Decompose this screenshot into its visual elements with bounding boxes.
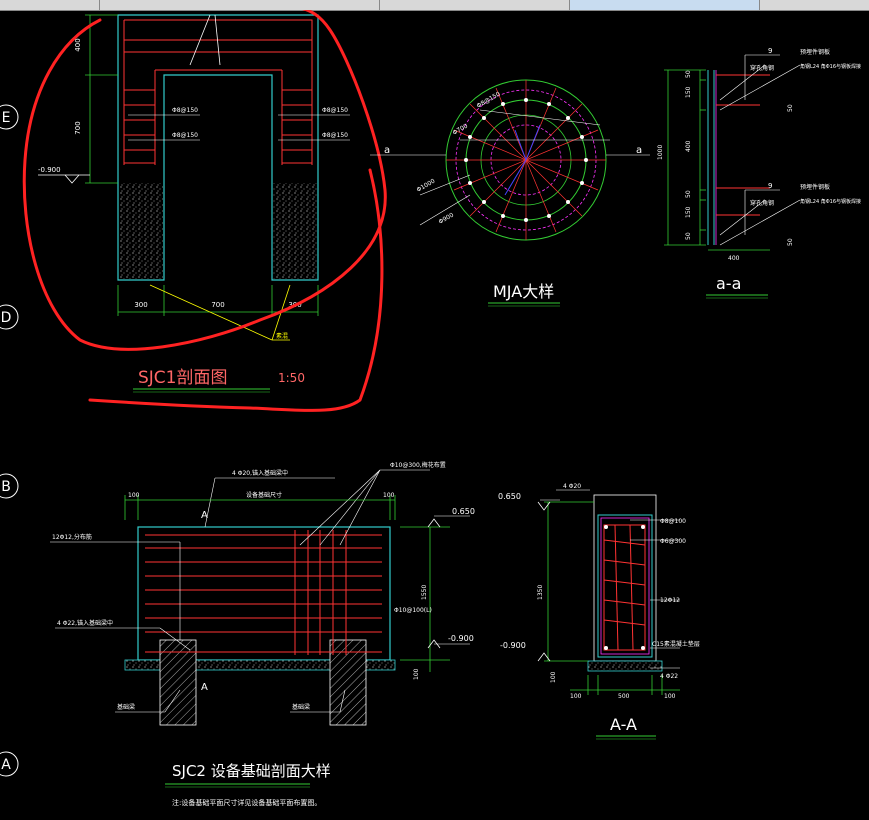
aa-label: 角钢L24 角Φ16与钢板焊接 xyxy=(800,63,861,70)
mja-label: Φ900 xyxy=(438,211,456,225)
aa-label: 穿孔角钢 xyxy=(750,199,774,207)
AA-label: 0.650 xyxy=(498,492,521,501)
AA-title: A-A xyxy=(610,715,637,734)
sjc2-section: 12Φ12,分布筋 4 Φ22,锚入基础梁中 4 Φ20,锚入基础梁中 Φ10@… xyxy=(50,461,475,807)
sjc2-label: Φ10@300,梅花布置 xyxy=(390,461,446,469)
sjc1-rebar-label: Φ8@150 xyxy=(322,107,348,114)
sjc2-label: 4 Φ20,锚入基础梁中 xyxy=(232,469,288,477)
svg-text:D: D xyxy=(1,310,12,326)
grid-axis-e: E xyxy=(0,104,19,130)
sjc1-title: SJC1剖面图 xyxy=(138,368,228,388)
aa-label: 角钢L24 角Φ16与钢板焊接 xyxy=(800,198,861,205)
sjc1-dim-400: 400 xyxy=(74,38,82,51)
grid-axis-b: B xyxy=(0,473,19,499)
sjc1-dim-700: 700 xyxy=(74,121,82,134)
AA-label: 100 xyxy=(550,671,557,683)
AA-label: 100 xyxy=(664,693,676,700)
AA-label: Φ6@300 xyxy=(660,538,686,545)
AA-label: 12Φ12 xyxy=(660,597,680,604)
sjc2-section-mark: A xyxy=(201,682,208,693)
svg-text:E: E xyxy=(2,110,11,126)
aa-label: 预埋件钢板 xyxy=(800,183,830,191)
AA-label: 4 Φ20 xyxy=(563,483,581,490)
file-tab[interactable] xyxy=(100,0,380,10)
aa-dim: 400 xyxy=(685,140,692,152)
sjc1-rebar-label: Φ8@150 xyxy=(172,107,198,114)
aa-label: 9 xyxy=(768,47,772,55)
sjc2-title: SJC2 设备基础剖面大样 xyxy=(172,762,331,780)
sjc2-section-mark: A xyxy=(201,510,208,521)
svg-text:A: A xyxy=(1,757,11,773)
AA-label: Φ8@100 xyxy=(660,518,686,525)
sjc2-label: 4 Φ22,锚入基础梁中 xyxy=(57,619,113,627)
sjc1-elevation: -0.900 xyxy=(38,166,61,174)
sjc2-label: 12Φ12,分布筋 xyxy=(52,533,92,541)
cad-tab-bar xyxy=(0,0,869,11)
aa-total: 1000 xyxy=(657,145,664,160)
aa-label: 穿孔角钢 xyxy=(750,64,774,72)
sjc2-label: 基础梁 xyxy=(117,703,135,711)
sjc2-dim: 100 xyxy=(413,668,420,680)
aa-title: a-a xyxy=(716,274,741,293)
sjc1-section: 400 700 -0.900 Φ8@150 Φ8@150 Φ8@150 Φ8@1… xyxy=(38,14,350,393)
section-a-a-detail: 50 150 400 50 150 50 1000 400 9 穿孔角钢 预埋件… xyxy=(657,47,861,299)
aa-right-dim: 50 xyxy=(787,238,794,246)
AA-label: 4 Φ22 xyxy=(660,673,678,680)
aa-dim: 50 xyxy=(685,190,692,198)
aa-dim: 50 xyxy=(685,70,692,78)
aa-dim: 50 xyxy=(685,232,692,240)
file-tab[interactable] xyxy=(0,0,100,10)
sjc2-label: 基础梁 xyxy=(292,703,310,711)
grid-axis-a: A xyxy=(0,751,19,777)
sjc2-elevation-top: 0.650 xyxy=(452,507,475,516)
mja-label: Φ1000 xyxy=(416,178,437,194)
sjc2-dim: 100 xyxy=(383,492,395,499)
sjc2-dim: 100 xyxy=(128,492,140,499)
grid-axis-d: D xyxy=(0,304,19,330)
AA-label: 500 xyxy=(618,693,630,700)
mja-section-mark: a xyxy=(636,145,642,156)
red-annotation-circle xyxy=(22,10,387,412)
cad-drawing-canvas[interactable]: E D B A xyxy=(0,10,869,820)
sjc2-elevation-bottom: -0.900 xyxy=(448,634,474,643)
aa-bottom-dim: 400 xyxy=(728,255,740,262)
mja-detail: a a Φ8@150 Φ700 Φ1000 Φ900 MJA大样 xyxy=(370,79,650,307)
section-A-A: 0.650 4 Φ20 Φ8@100 Φ6@300 1350 12Φ12 C15… xyxy=(498,483,700,740)
sjc2-label: Φ10@100(L) xyxy=(394,607,432,614)
aa-right-dim: 50 xyxy=(787,104,794,112)
svg-text:B: B xyxy=(1,479,11,495)
AA-label: C15素混凝土垫层 xyxy=(652,640,700,648)
sjc1-rebar-label: Φ8@150 xyxy=(172,132,198,139)
aa-dim: 150 xyxy=(685,206,692,218)
sjc2-dim: 设备基础尺寸 xyxy=(246,491,282,499)
sjc2-dim-height: 1550 xyxy=(421,585,428,600)
sjc2-note: 注:设备基础平面尺寸详见设备基础平面布置图。 xyxy=(172,798,321,807)
aa-dim: 150 xyxy=(685,86,692,98)
AA-label: 100 xyxy=(570,693,582,700)
sjc1-dim-bottom: 300 xyxy=(134,301,147,309)
sjc1-dim-bottom: 700 xyxy=(211,301,224,309)
sjc1-scale: 1:50 xyxy=(278,371,305,385)
sjc1-note: 素混 xyxy=(276,332,288,340)
aa-label: 9 xyxy=(768,182,772,190)
file-tab-active[interactable] xyxy=(570,0,760,10)
mja-title: MJA大样 xyxy=(493,282,554,301)
sjc1-rebar-label: Φ8@150 xyxy=(322,132,348,139)
file-tab[interactable] xyxy=(380,0,570,10)
AA-label: 1350 xyxy=(537,585,544,600)
aa-label: 预埋件钢板 xyxy=(800,48,830,56)
AA-label: -0.900 xyxy=(500,641,526,650)
mja-section-mark: a xyxy=(384,145,390,156)
